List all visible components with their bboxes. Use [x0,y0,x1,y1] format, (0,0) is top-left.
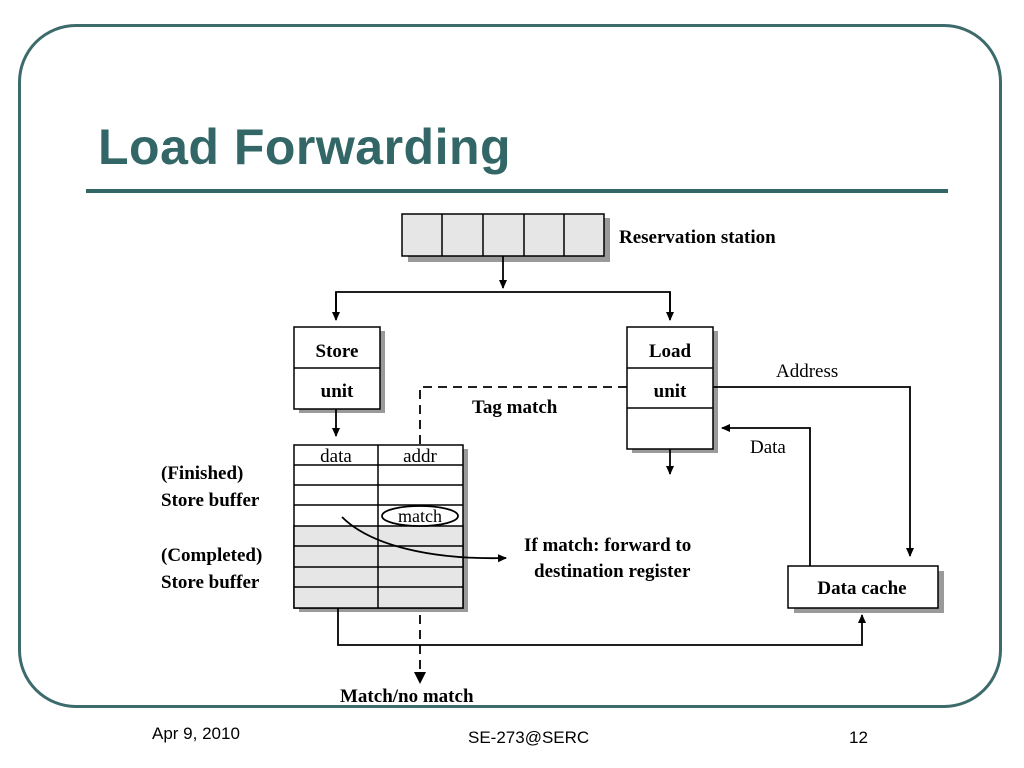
footer-date: Apr 9, 2010 [152,724,240,743]
finished-label: (Finished) [161,463,243,484]
address-label: Address [776,361,838,382]
store-buffer-table [293,444,468,612]
footer-page-number: 12 [849,728,868,747]
store-unit-line2: unit [321,381,354,402]
load-unit [626,326,718,453]
column-header-addr: addr [403,446,437,467]
data-cache [787,565,944,613]
load-unit-line1: Load [649,341,692,362]
if-match-line2: destination register [534,561,691,582]
reservation-station-label: Reservation station [619,227,776,248]
data-return-arrow [721,424,811,566]
store-unit [293,326,385,413]
finished-store-buffer-label: Store buffer [161,490,260,511]
store-unit-line1: Store [316,341,359,362]
column-header-data: data [320,446,352,467]
match-ellipse [381,505,459,527]
forward-curve-arrow [341,516,507,563]
match-no-match-label: Match/no match [340,686,474,707]
data-cache-label: Data cache [817,578,906,599]
completed-store-buffer-label: Store buffer [161,572,260,593]
data-path-label: Data [750,437,786,458]
buffer-to-cache-arrow [337,608,866,646]
address-arrow [713,386,914,557]
title-underline [86,189,948,193]
footer-center: SE-273@SERC [468,728,590,747]
tag-match-dashed-line [419,386,627,680]
completed-label: (Completed) [161,545,262,566]
slide-title: Load Forwarding [98,119,512,175]
match-label: match [398,506,442,526]
reservation-station [401,213,610,262]
if-match-line1: If match: forward to [524,535,691,556]
tag-match-label: Tag match [472,397,558,418]
tag-match-arrowhead [414,672,426,684]
dispatch-arrows [332,256,674,321]
load-unit-line2: unit [654,381,687,402]
